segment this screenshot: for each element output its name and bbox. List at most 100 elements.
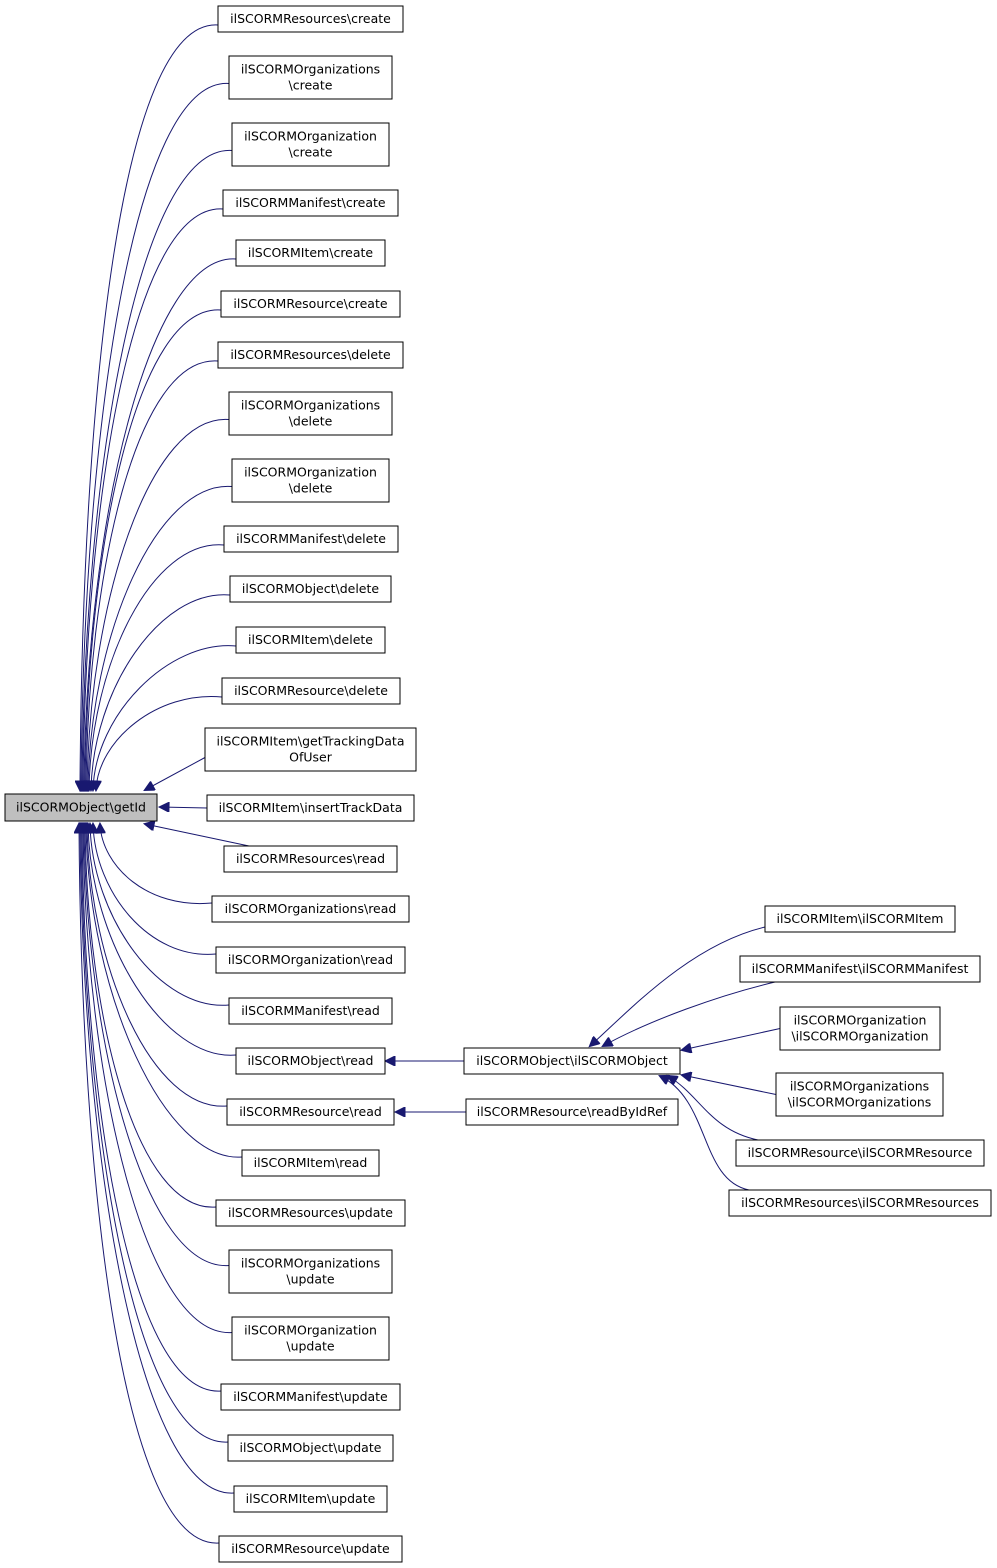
graph-node-c26[interactable]: ilSCORMObject\update (227, 1434, 394, 1462)
graph-node-m1[interactable]: ilSCORMResource\readByIdRef (465, 1098, 679, 1126)
graph-node-c19[interactable]: ilSCORMObject\read (235, 1047, 386, 1075)
node-box (235, 626, 386, 654)
edge-c3-to-root (83, 208, 224, 790)
node-box (215, 1199, 406, 1227)
edge-c15-to-root (145, 824, 250, 847)
graph-node-c6[interactable]: ilSCORMResources\delete (217, 341, 404, 369)
node-label: \update (286, 1339, 335, 1354)
node-label: ilSCORMOrganizations (790, 1079, 929, 1094)
graph-node-c5[interactable]: ilSCORMResource\create (220, 290, 401, 318)
graph-node-r0[interactable]: ilSCORMItem\ilSCORMItem (764, 905, 956, 933)
graph-node-c3[interactable]: ilSCORMManifest\create (222, 189, 399, 217)
graph-node-c22[interactable]: ilSCORMResources\update (215, 1199, 406, 1227)
edge-r0-to-m0 (590, 926, 766, 1046)
node-label: ilSCORMItem\read (254, 1155, 368, 1170)
root-node[interactable]: ilSCORMObject\getId (4, 793, 158, 822)
graph-node-r3[interactable]: ilSCORMOrganizations\ilSCORMOrganization… (775, 1072, 944, 1117)
edge-c4-to-root (84, 258, 237, 790)
graph-node-c28[interactable]: ilSCORMResource\update (218, 1535, 403, 1563)
graph-node-c20[interactable]: ilSCORMResource\read (226, 1098, 395, 1126)
graph-node-c7[interactable]: ilSCORMOrganizations\delete (228, 391, 393, 436)
graph-node-r1[interactable]: ilSCORMManifest\ilSCORMManifest (739, 955, 981, 983)
node-label: ilSCORMOrganizations\read (225, 901, 397, 916)
node-label: ilSCORMResource\read (239, 1104, 382, 1119)
node-box (226, 1098, 395, 1126)
graph-node-c16[interactable]: ilSCORMOrganizations\read (211, 895, 410, 923)
node-label: ilSCORMResources\delete (230, 347, 391, 362)
edge-c13-to-root (145, 757, 206, 791)
graph-node-c9[interactable]: ilSCORMManifest\delete (223, 525, 399, 553)
edge-c24-to-root (83, 824, 233, 1334)
graph-node-c10[interactable]: ilSCORMObject\delete (229, 575, 392, 603)
node-box (735, 1139, 985, 1167)
node-label: ilSCORMResources\read (236, 851, 385, 866)
graph-node-c0[interactable]: ilSCORMResources\create (217, 5, 404, 33)
graph-node-c24[interactable]: ilSCORMOrganization\update (231, 1316, 390, 1361)
node-label: ilSCORMItem\update (246, 1491, 376, 1506)
edge-c27-to-root (80, 824, 235, 1494)
edge-c1-to-root (81, 82, 230, 790)
graph-node-c21[interactable]: ilSCORMItem\read (241, 1149, 380, 1177)
node-box (223, 845, 398, 873)
edge-c12-to-root (96, 696, 223, 790)
node-box (228, 55, 393, 100)
graph-node-c12[interactable]: ilSCORMResource\delete (221, 677, 401, 705)
node-box (217, 5, 404, 33)
node-label: ilSCORMManifest\ilSCORMManifest (752, 961, 969, 976)
node-box (235, 239, 386, 267)
graph-node-c1[interactable]: ilSCORMOrganizations\create (228, 55, 393, 100)
node-label: ilSCORMResource\readByIdRef (477, 1104, 668, 1119)
edge-c9-to-root (89, 544, 225, 790)
node-label: ilSCORMManifest\update (233, 1389, 388, 1404)
node-box (228, 1249, 393, 1294)
graph-node-c17[interactable]: ilSCORMOrganization\read (215, 946, 406, 974)
node-label: ilSCORMManifest\delete (236, 531, 386, 546)
node-label: OfUser (289, 750, 333, 765)
graph-node-c23[interactable]: ilSCORMOrganizations\update (228, 1249, 393, 1294)
node-label: ilSCORMResource\create (233, 296, 387, 311)
node-label: ilSCORMObject\delete (242, 581, 380, 596)
graph-node-c8[interactable]: ilSCORMOrganization\delete (231, 458, 390, 503)
node-box (231, 458, 390, 503)
node-label: ilSCORMItem\delete (248, 632, 373, 647)
graph-node-c25[interactable]: ilSCORMManifest\update (220, 1383, 401, 1411)
edge-c20-to-root (87, 824, 228, 1107)
node-label: ilSCORMObject\read (248, 1053, 374, 1068)
graph-node-c14[interactable]: ilSCORMItem\insertTrackData (206, 794, 415, 822)
graph-node-c2[interactable]: ilSCORMOrganization\create (231, 122, 390, 167)
node-label: ilSCORMManifest\create (235, 195, 385, 210)
graph-node-m0[interactable]: ilSCORMObject\ilSCORMObject (463, 1047, 681, 1075)
graph-node-c15[interactable]: ilSCORMResources\read (223, 845, 398, 873)
graph-node-c4[interactable]: ilSCORMItem\create (235, 239, 386, 267)
node-label: \ilSCORMOrganizations (788, 1095, 932, 1110)
node-label: \create (289, 78, 333, 93)
node-box (217, 341, 404, 369)
node-label: ilSCORMResources\create (230, 11, 391, 26)
node-label: ilSCORMOrganization\read (228, 952, 393, 967)
graph-node-r2[interactable]: ilSCORMOrganization\ilSCORMOrganization (779, 1006, 941, 1051)
edge-r5-to-m0 (660, 1076, 750, 1191)
node-box (227, 1434, 394, 1462)
edge-c28-to-root (79, 824, 220, 1544)
node-label: ilSCORMOrganization (244, 129, 377, 144)
graph-node-c18[interactable]: ilSCORMManifest\read (228, 997, 393, 1025)
node-box (204, 727, 417, 772)
node-label: ilSCORMObject\update (240, 1440, 382, 1455)
node-label: ilSCORMOrganizations (241, 62, 380, 77)
node-box (215, 946, 406, 974)
graph-node-c11[interactable]: ilSCORMItem\delete (235, 626, 386, 654)
edge-c23-to-root (84, 824, 230, 1267)
node-label: ilSCORMOrganizations (241, 398, 380, 413)
edge-r1-to-m0 (603, 981, 776, 1046)
graph-node-c27[interactable]: ilSCORMItem\update (233, 1485, 388, 1513)
node-label: ilSCORMResources\ilSCORMResources (741, 1195, 979, 1210)
node-box (764, 905, 956, 933)
node-label: ilSCORMResource\delete (234, 683, 388, 698)
edge-c5-to-root (85, 309, 222, 790)
graph-node-r4[interactable]: ilSCORMResource\ilSCORMResource (735, 1139, 985, 1167)
graph-node-r5[interactable]: ilSCORMResources\ilSCORMResources (728, 1189, 992, 1217)
node-box (206, 794, 415, 822)
